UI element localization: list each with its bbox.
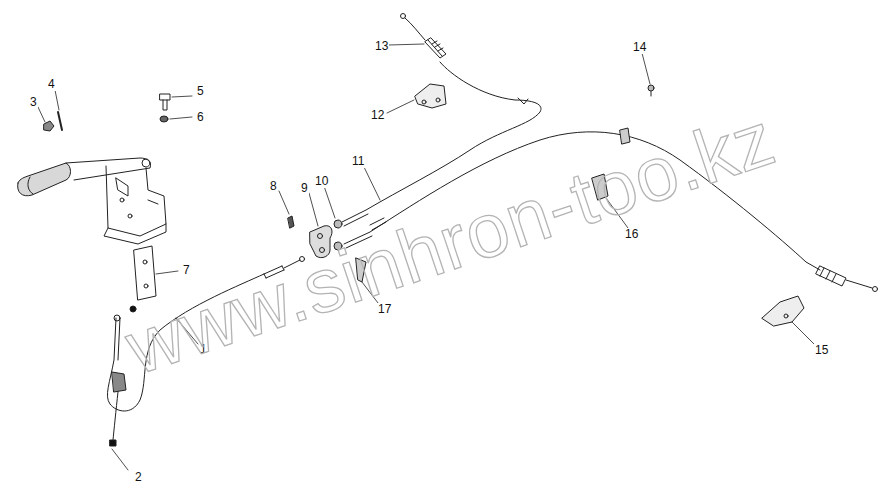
- callout-number: 6: [196, 111, 205, 124]
- callout-number: 16: [624, 228, 639, 241]
- callout-number: 4: [47, 78, 56, 91]
- callout-number: 14: [632, 41, 647, 54]
- callout-number: 11: [351, 155, 365, 168]
- callout-number: 2: [134, 471, 143, 484]
- hand-brake-lever: [18, 158, 166, 244]
- callout-number: 9: [300, 182, 309, 195]
- callout-number: 15: [814, 344, 829, 357]
- callout-number: 5: [196, 85, 205, 98]
- callout-number: 12: [370, 109, 385, 122]
- watermark: www.sinhron-too.kz: [117, 98, 784, 389]
- callout-number: 8: [269, 180, 278, 193]
- callout-number: 7: [182, 264, 191, 277]
- leader-lines: [38, 44, 814, 470]
- callout-number: 3: [29, 96, 38, 109]
- callout-number: 10: [314, 175, 329, 188]
- callout-number: 13: [374, 40, 389, 53]
